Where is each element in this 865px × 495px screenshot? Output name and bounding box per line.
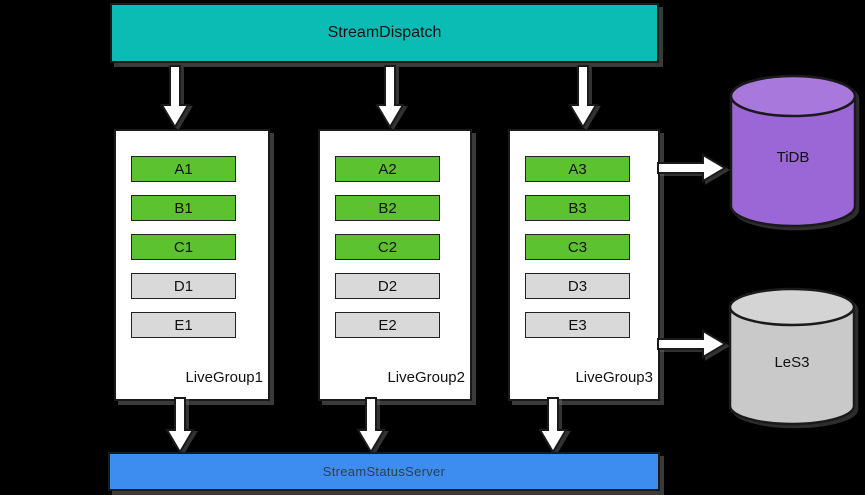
arrow-livegroup3-to-tidb-icon	[657, 153, 727, 183]
node-b2: B2	[335, 195, 440, 221]
stream-dispatch-box: StreamDispatch	[110, 3, 659, 63]
node-b1: B1	[131, 195, 236, 221]
node-e2: E2	[335, 312, 440, 338]
node-e3: E3	[525, 312, 630, 338]
node-b1-label: B1	[174, 199, 193, 217]
node-e2-label: E2	[378, 316, 397, 334]
node-c1: C1	[131, 234, 236, 260]
livegroup2-label: LiveGroup2	[387, 369, 465, 386]
arrow-livegroup1-to-status-icon	[165, 397, 195, 453]
arrow-livegroup2-to-status-icon	[356, 397, 386, 453]
node-a3-label: A3	[568, 160, 587, 178]
tidb-database-cylinder: TiDB	[729, 74, 857, 230]
arrow-dispatch-to-livegroup1-icon	[160, 65, 190, 129]
node-d3: D3	[525, 273, 630, 299]
node-c1-label: C1	[173, 238, 194, 256]
node-e1-label: E1	[174, 316, 193, 334]
node-d2: D2	[335, 273, 440, 299]
livegroup2-box: A2 B2 C2 D2 E2 LiveGroup2	[318, 129, 472, 401]
stream-status-server-label: StreamStatusServer	[322, 464, 446, 479]
livegroup1-box: A1 B1 C1 D1 E1 LiveGroup1	[114, 129, 270, 401]
database-cylinder-icon	[729, 74, 857, 228]
node-b3-label: B3	[568, 199, 587, 217]
livegroup1-label: LiveGroup1	[185, 369, 263, 386]
arrow-dispatch-to-livegroup3-icon	[568, 65, 598, 129]
node-a1-label: A1	[174, 160, 193, 178]
node-b3: B3	[525, 195, 630, 221]
arrow-livegroup3-to-status-icon	[538, 397, 568, 453]
node-c2-label: C2	[377, 238, 398, 256]
livegroup3-label: LiveGroup3	[575, 369, 653, 386]
les3-storage-cylinder: LeS3	[728, 287, 856, 428]
node-d1-label: D1	[173, 277, 194, 295]
node-e3-label: E3	[568, 316, 587, 334]
node-a1: A1	[131, 156, 236, 182]
node-e1: E1	[131, 312, 236, 338]
node-c3-label: C3	[567, 238, 588, 256]
node-d3-label: D3	[567, 277, 588, 295]
stream-dispatch-label: StreamDispatch	[327, 24, 442, 41]
node-d1: D1	[131, 273, 236, 299]
tidb-label: TiDB	[776, 148, 810, 166]
node-a2: A2	[335, 156, 440, 182]
node-d2-label: D2	[377, 277, 398, 295]
node-c3: C3	[525, 234, 630, 260]
node-a3: A3	[525, 156, 630, 182]
node-c2: C2	[335, 234, 440, 260]
stream-status-server-box: StreamStatusServer	[108, 452, 660, 491]
arrow-livegroup3-to-les3-icon	[657, 329, 727, 359]
livegroup3-box: A3 B3 C3 D3 E3 LiveGroup3	[508, 129, 660, 401]
storage-cylinder-icon	[728, 287, 856, 426]
arrow-dispatch-to-livegroup2-icon	[375, 65, 405, 129]
node-b2-label: B2	[378, 199, 397, 217]
node-a2-label: A2	[378, 160, 397, 178]
les3-label: LeS3	[774, 354, 810, 371]
